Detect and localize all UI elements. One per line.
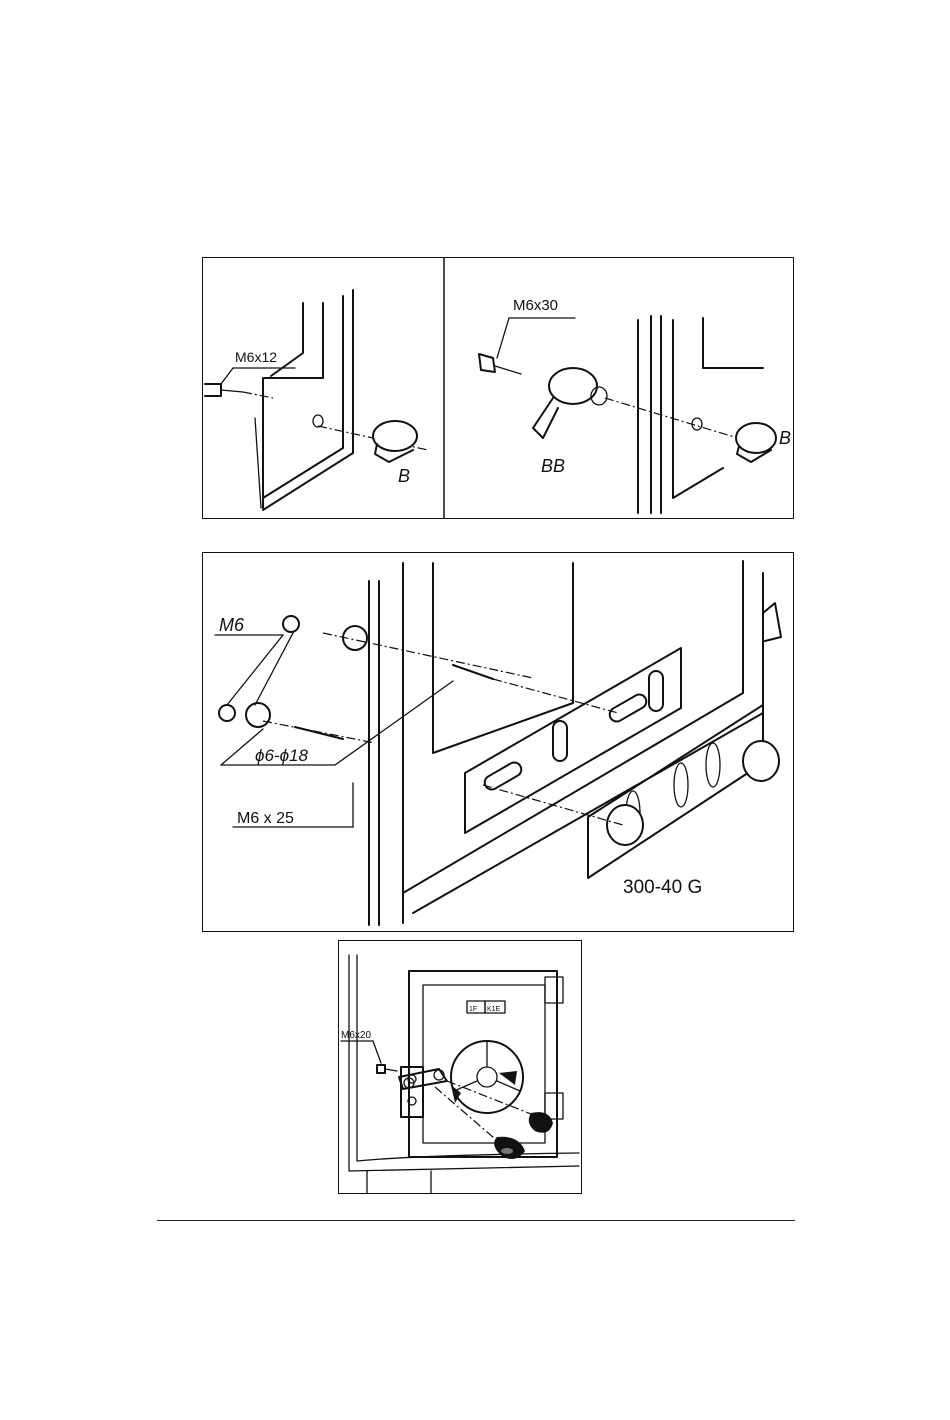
figure-knob-assembly: M6x12 B M6x30 BB B xyxy=(202,257,794,519)
panel-label-left: 1F xyxy=(469,1006,477,1013)
figure-bar-assembly: M6 ϕ6-ϕ18 M6 x 25 300-40 G xyxy=(202,552,794,932)
bar-assembly-drawing: M6 ϕ6-ϕ18 M6 x 25 300-40 G xyxy=(203,553,793,931)
panel-label-right: K1E xyxy=(487,1006,501,1013)
part-label-300-40g: 300-40 G xyxy=(623,877,702,898)
handle-assembly-drawing: 1F K1E M6x20 xyxy=(339,941,581,1193)
part-label-b-left: B xyxy=(398,466,410,486)
footer-rule xyxy=(157,1220,795,1221)
knob-assembly-drawing: M6x12 B M6x30 BB B xyxy=(203,258,793,518)
nut-label-m6: M6 xyxy=(219,615,245,635)
bolt-label-m6x12: M6x12 xyxy=(235,349,277,365)
part-label-b-right: B xyxy=(779,428,791,448)
bolt-label-m6x20: M6x20 xyxy=(341,1030,371,1041)
bolt-label-m6x25: M6 x 25 xyxy=(237,810,294,827)
washer-label: ϕ6-ϕ18 xyxy=(255,746,308,765)
bolt-label-m6x30: M6x30 xyxy=(513,297,558,314)
figure-handle-assembly: 1F K1E M6x20 xyxy=(338,940,582,1194)
part-label-bb: BB xyxy=(541,456,565,476)
